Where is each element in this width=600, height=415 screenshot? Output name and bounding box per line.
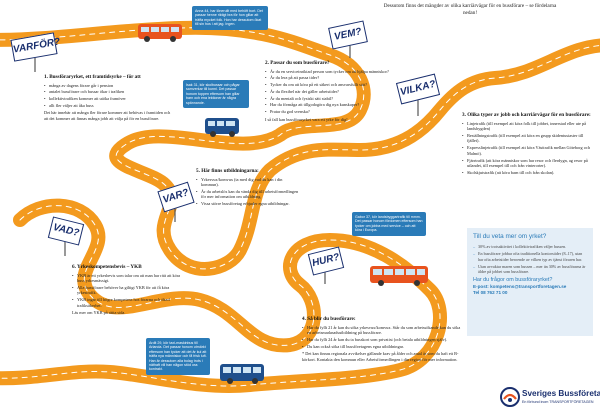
logo-tagline: En förbund inom TRANSPORTFÖRETAGEN [522, 400, 594, 404]
section-6-text: Läs mer om YKB på rätta sida. [72, 310, 126, 316]
section-4-title: 4. Så blir du bussförare: [302, 316, 356, 322]
contact-phone[interactable]: Tel 08 762 71 00 [473, 290, 508, 296]
bus-blue-bottom [220, 364, 264, 384]
quote-bubble-4: Ardit 29, kör taxi-maskinbus till Arland… [146, 338, 210, 375]
logo-brand: Sveriges Bussföretag [522, 389, 600, 398]
section-2-title: 2. Passar du som bussförare? [265, 60, 330, 66]
section-1-item: antalet bussförare och bussar ökar i tra… [44, 89, 174, 95]
section-2-item: Har du förmåga att tillgodogöra dig nya … [265, 102, 395, 108]
section-6: 6. Yrkeskompetensbevis – YKB YKB är ett … [72, 264, 182, 316]
section-2-item: Tycker du om att köra på ett säkert och … [265, 82, 395, 88]
section-1-item: kollektivtrafiken kommer att utöka framö… [44, 96, 174, 102]
section-1-text: Det här innebär att många fler förare ko… [44, 110, 171, 122]
section-4-item: Har du fyllt 21 år kan du söka yrkesvux/… [302, 325, 462, 336]
section-5-item: Är du arbetslös kan du vända dig till ar… [196, 189, 300, 200]
section-3-item: Skolskjutstrafik (att köra barn till och… [462, 170, 594, 176]
section-3: 3. Olika typer av jobb och karriärvägar … [462, 112, 594, 177]
info-panel: Till du veta mer om yrket? 30% av trotsa… [467, 228, 593, 336]
bus-orange-right [370, 266, 428, 286]
section-6-item: YKB är ett yrkesbevis som talar om att m… [72, 273, 182, 284]
section-6-title: 6. Yrkeskompetensbevis – YKB [72, 264, 142, 270]
bus-orange-top [138, 24, 182, 42]
section-2-item: Är du mentalt och fysiskt sätt stabil? [265, 96, 395, 102]
section-6-item: YKB ingår till högre kompetens hos förar… [72, 297, 182, 308]
section-4-note: * Det kan finnas regionala avvikelser gä… [302, 351, 459, 362]
section-1-item: allt fler väljer att åka buss [44, 103, 174, 109]
section-5-item: Yrkesvux/komvux (ta med dig vad du kan i… [196, 177, 300, 188]
quote-bubble-3: Gabor 37, kör landsbyggartrafik till mmm… [352, 212, 426, 236]
section-4-item: Du kan också söka till bussföretagens eg… [302, 344, 462, 350]
section-1: 1. Bussföraryrket, ett framtidsyrke – fö… [44, 74, 174, 122]
section-3-item: Expresslinjetrafik (till exempel att kör… [462, 145, 594, 156]
section-3-title: 3. Olika typer av jobb och karriärvägar … [462, 112, 591, 118]
section-2-text: I så fall kan bussföraryrket vara ett yr… [265, 116, 348, 122]
section-1-item: många av dagens förare går i pension [44, 83, 174, 89]
info-panel-item: Utan avvaktar maren som bussen – mer än … [473, 264, 587, 275]
section-6-item: Alla bussförare behöver ha giltigt YKB f… [72, 285, 182, 296]
contact-email[interactable]: E-post: kompetens@transportforetagen.se [473, 284, 567, 290]
section-2-item: Är du lera på att passa tider? [265, 75, 395, 81]
section-4-item: Har du fyllt 24 år kan du ta busskort so… [302, 337, 462, 343]
section-4: 4. Så blir du bussförare: Har du fyllt 2… [302, 316, 462, 362]
sveriges-bussforetag-logo: Sveriges Bussföretag En förbund inom TRA… [496, 385, 600, 411]
section-3-item: Beställningstrafik (till exempel att kör… [462, 133, 594, 144]
quote-bubble-1: Anna 44, har lönerullt med behöft bort. … [192, 6, 268, 30]
section-2: 2. Passar du som bussförare? Är du en se… [265, 60, 395, 122]
section-3-item: Fjärrtrafik (att köra människor som har … [462, 158, 594, 169]
bus-logo-icon [500, 387, 520, 407]
info-panel-item: En bussförare jobbar ofta traditionella … [473, 251, 587, 262]
section-1-title: 1. Bussföraryrket, ett framtidsyrke – fö… [44, 74, 141, 80]
intro-text: Dessutom finns det mängder av olika karr… [383, 3, 557, 16]
section-2-item: Pratar du god svenska? [265, 109, 395, 115]
info-panel-title: Till du veta mer om yrket? [473, 233, 547, 240]
section-5-item: Vissa större bussföretag erbjuder egna u… [196, 201, 300, 207]
section-2-item: Är du en serviceinriktad person som tyck… [265, 69, 395, 75]
quote-bubble-2: Isak 31, kör skolbussar och pågar samver… [183, 80, 249, 109]
section-2-item: Är du flexibel när det gäller arbetstide… [265, 89, 395, 95]
bus-blue-mid [205, 118, 239, 137]
info-panel-item: 30% av trotsaktivitet i kollektivtrafike… [473, 244, 587, 250]
section-5-title: 5. Här finns utbildningarna: [196, 168, 259, 174]
section-3-item: Linjetrafik (till exempel att köra folk … [462, 121, 594, 132]
section-5: 5. Här finns utbildningarna: Yrkesvux/ko… [196, 168, 300, 208]
info-panel-question: Har du frågor om bussföraryrket? [473, 277, 553, 284]
